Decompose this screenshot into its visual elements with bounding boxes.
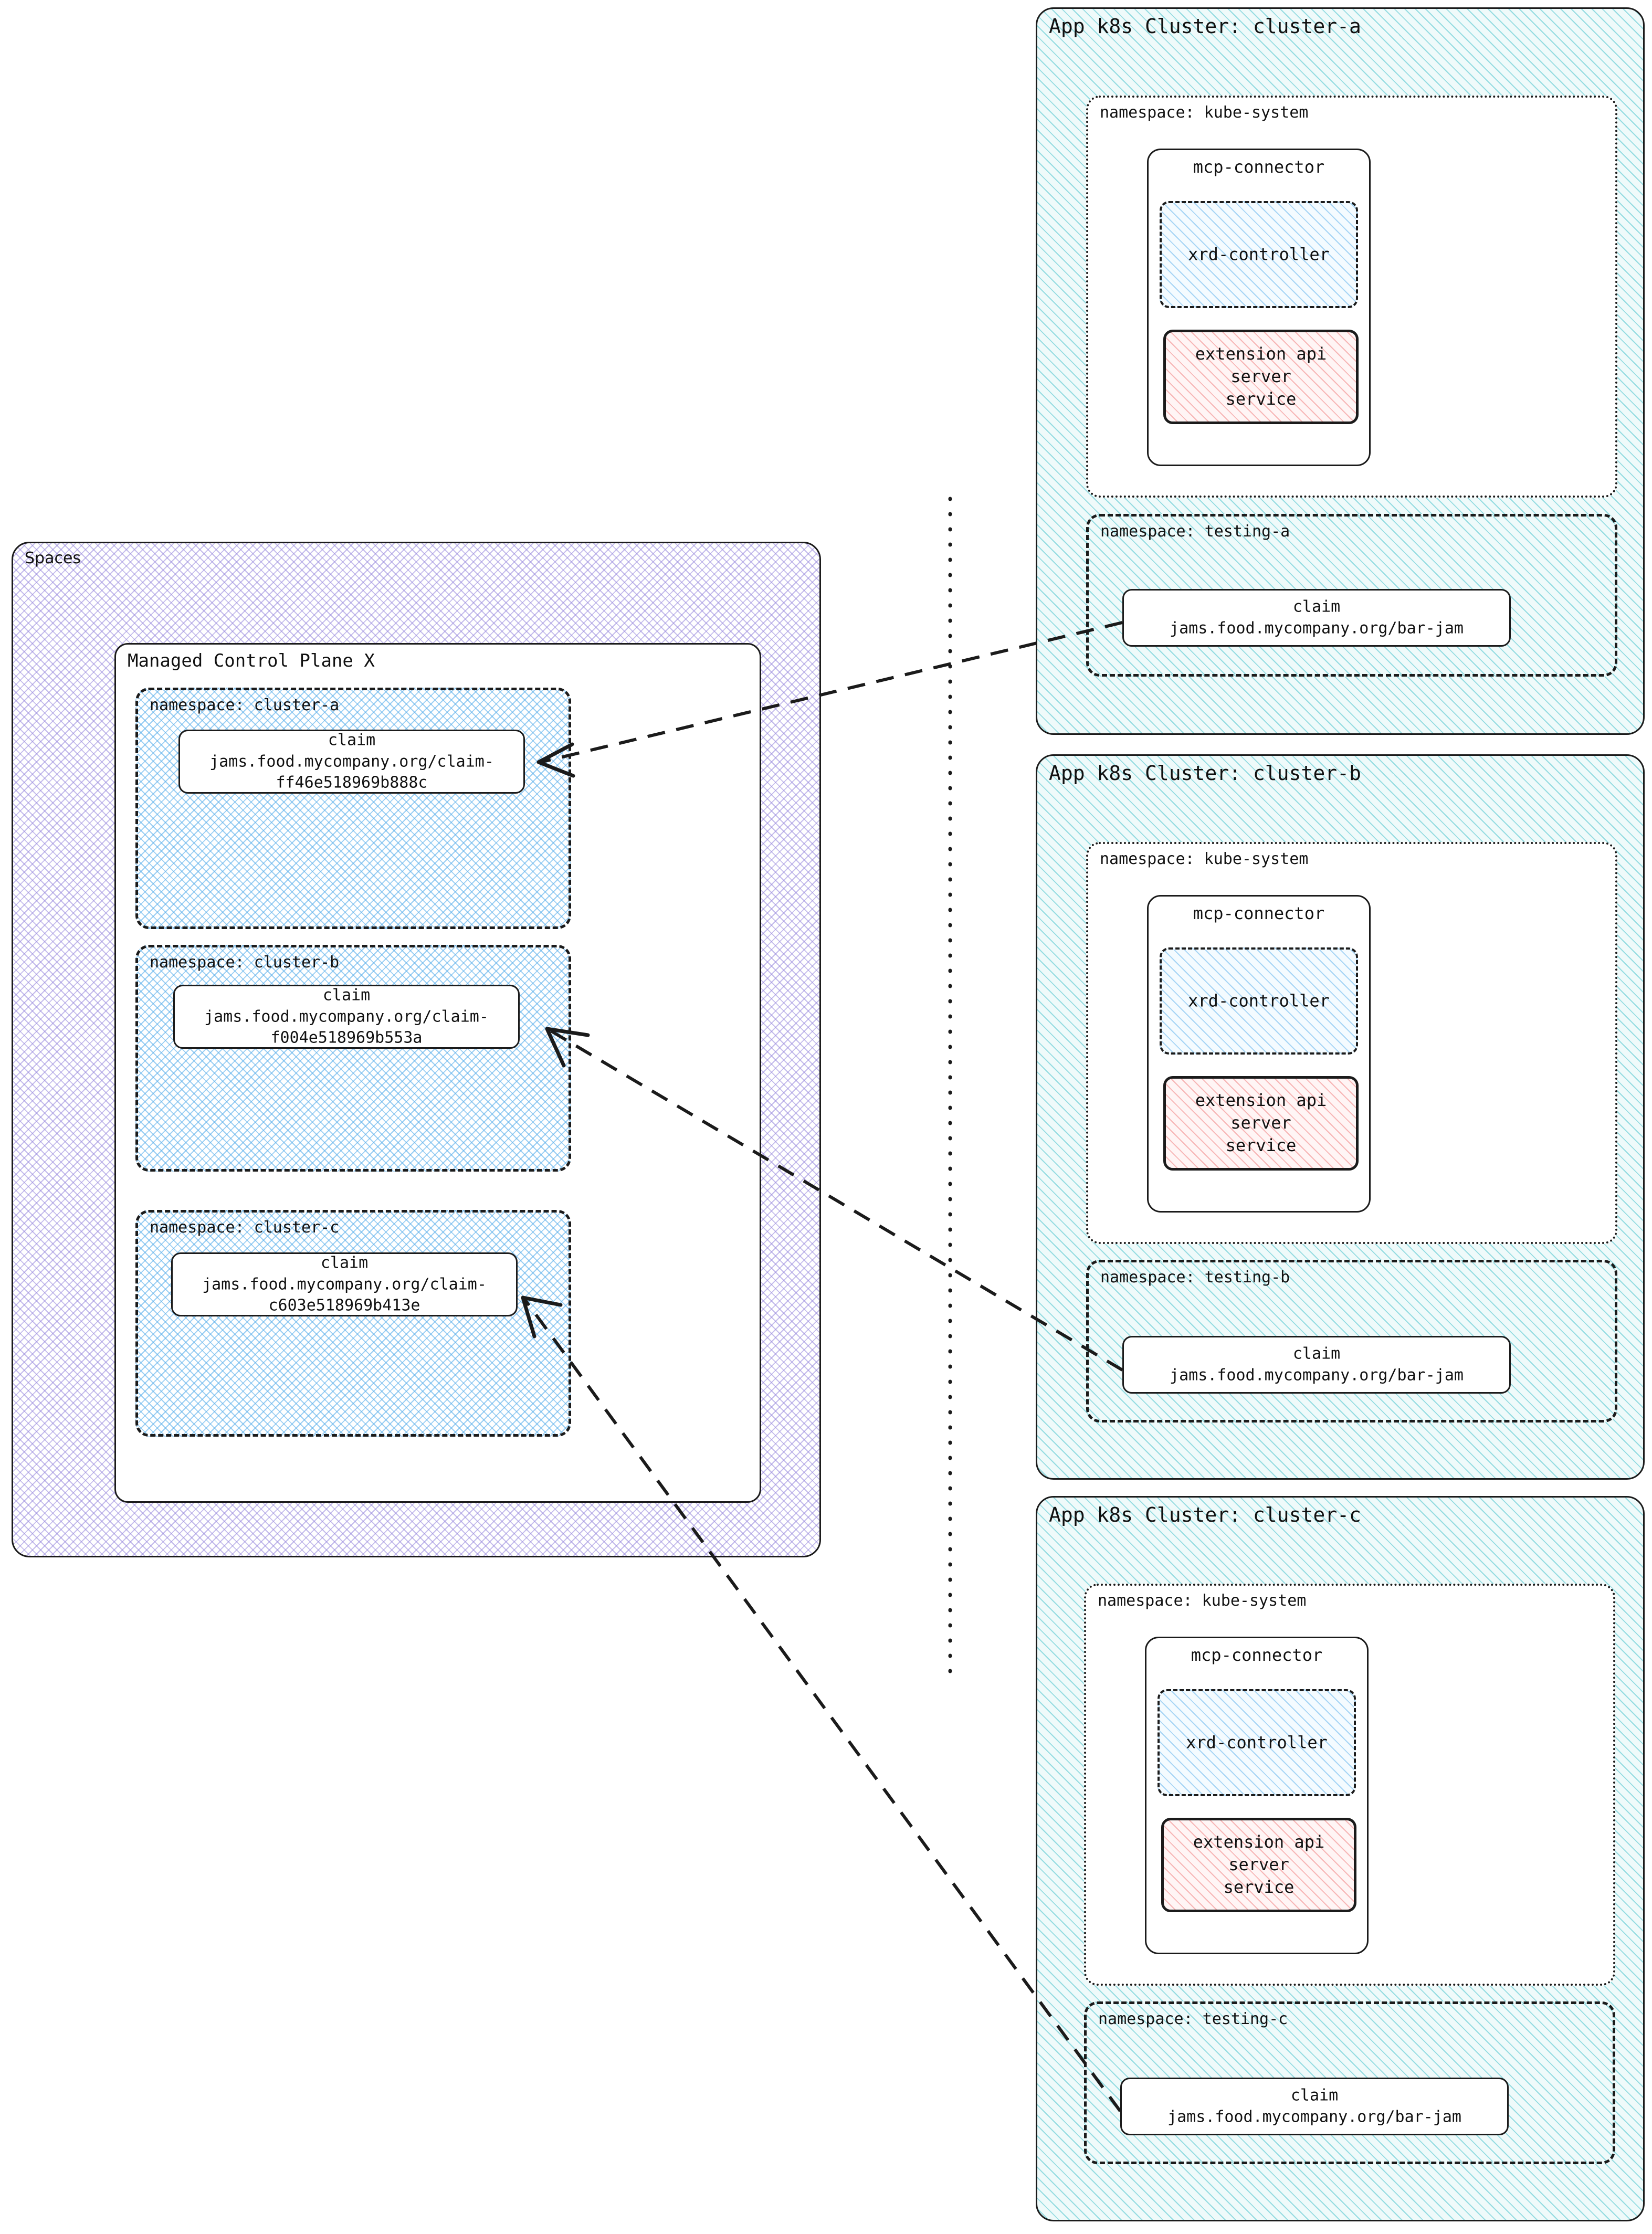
cluster-a-testing-claim[interactable]: claim jams.food.mycompany.org/bar-jam [1122,589,1511,647]
mcp-namespace-cluster-b: namespace: cluster-b [135,945,571,1172]
namespace-label: namespace: testing-b [1100,1268,1290,1287]
cluster-a-extension-api-server-service: extension api server service [1163,330,1359,424]
namespace-label: namespace: cluster-b [150,953,340,972]
claim-text: claim jams.food.mycompany.org/bar-jam [1122,2085,1507,2128]
cluster-b-xrd-controller: xrd-controller [1160,947,1358,1055]
namespace-label: namespace: cluster-c [150,1218,340,1237]
mcp-connector-title: mcp-connector [1193,157,1325,177]
cluster-c-xrd-controller: xrd-controller [1158,1689,1356,1796]
claim-ref: jams.food.mycompany.org/claim- f004e5189… [204,1007,489,1047]
cluster-title: App k8s Cluster: cluster-b [1049,762,1361,785]
cluster-c-namespace-testing: namespace: testing-c [1084,2001,1615,2164]
extension-api-label: extension api server service [1195,1090,1327,1156]
mcp-connector-title: mcp-connector [1191,1645,1323,1665]
claim-kind: claim [328,731,376,750]
claim-text: claim jams.food.mycompany.org/claim- c603… [173,1252,516,1316]
xrd-controller-label: xrd-controller [1188,244,1330,265]
claim-kind: claim [320,1253,369,1272]
cluster-c-testing-claim[interactable]: claim jams.food.mycompany.org/bar-jam [1120,2078,1509,2135]
cluster-title: App k8s Cluster: cluster-a [1049,15,1361,38]
namespace-label: namespace: kube-system [1100,103,1309,122]
namespace-label: namespace: testing-a [1100,522,1290,541]
claim-text: claim jams.food.mycompany.org/claim- f004… [175,985,518,1049]
claim-box-cluster-c[interactable]: claim jams.food.mycompany.org/claim- c603… [171,1252,518,1316]
claim-ref: jams.food.mycompany.org/claim- ff46e5189… [209,752,494,792]
cluster-b-testing-claim[interactable]: claim jams.food.mycompany.org/bar-jam [1122,1336,1511,1394]
extension-api-label: extension api server service [1195,344,1327,409]
claim-ref: jams.food.mycompany.org/bar-jam [1170,619,1464,637]
mcp-connector-title: mcp-connector [1193,903,1325,923]
claim-ref: jams.food.mycompany.org/bar-jam [1167,2107,1461,2126]
claim-kind: claim [322,986,371,1005]
claim-text: claim jams.food.mycompany.org/bar-jam [1124,1344,1509,1386]
control-plane-label: Managed Control Plane X [128,650,375,671]
namespace-label: namespace: testing-c [1098,2010,1288,2028]
cluster-b-namespace-testing: namespace: testing-b [1086,1260,1617,1422]
namespace-label: namespace: cluster-a [150,696,340,714]
claim-kind: claim [1290,2086,1339,2105]
cluster-c-extension-api-server-service: extension api server service [1161,1818,1356,1912]
xrd-controller-label: xrd-controller [1186,1732,1328,1753]
claim-text: claim jams.food.mycompany.org/bar-jam [1124,597,1509,639]
cluster-a-xrd-controller: xrd-controller [1160,201,1358,308]
spaces-label: Spaces [25,549,81,567]
mcp-namespace-cluster-a: namespace: cluster-a [135,688,571,929]
claim-text: claim jams.food.mycompany.org/claim- ff46… [180,730,523,794]
claim-ref: jams.food.mycompany.org/claim- c603e5189… [202,1274,487,1315]
cluster-title: App k8s Cluster: cluster-c [1049,1503,1361,1526]
cluster-b-extension-api-server-service: extension api server service [1163,1076,1359,1171]
claim-box-cluster-b[interactable]: claim jams.food.mycompany.org/claim- f004… [173,985,520,1049]
extension-api-label: extension api server service [1193,1832,1325,1898]
mcp-namespace-cluster-c: namespace: cluster-c [135,1210,571,1437]
namespace-label: namespace: kube-system [1100,850,1309,868]
claim-kind: claim [1292,1344,1341,1363]
claim-kind: claim [1292,597,1341,616]
xrd-controller-label: xrd-controller [1188,990,1330,1011]
claim-box-cluster-a[interactable]: claim jams.food.mycompany.org/claim- ff46… [178,730,525,794]
cluster-a-namespace-testing: namespace: testing-a [1086,514,1617,677]
claim-ref: jams.food.mycompany.org/bar-jam [1170,1366,1464,1384]
namespace-label: namespace: kube-system [1098,1592,1307,1610]
